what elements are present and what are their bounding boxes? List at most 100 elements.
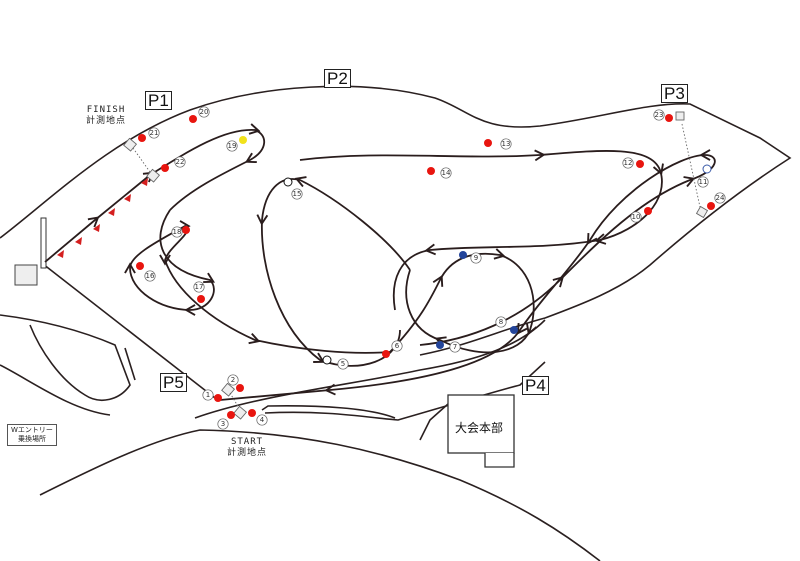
- start-sub: 計測地点: [226, 448, 267, 458]
- marker-13: 13: [484, 138, 512, 150]
- w-entry-box: Wエントリー 乗換場所: [7, 424, 57, 446]
- marker-dot: [283, 177, 293, 187]
- marker-number: 15: [293, 190, 302, 198]
- marker-dot: [459, 251, 467, 259]
- cone-row: [57, 178, 148, 258]
- marker-dot: [636, 160, 644, 168]
- marker-number-circle: [291, 188, 303, 200]
- marker-18: 18: [171, 226, 190, 238]
- marker-dot: [427, 167, 435, 175]
- marker-number: 21: [150, 129, 159, 137]
- marker-10: 10: [630, 207, 652, 223]
- marker-19: 19: [226, 136, 247, 152]
- marker-8: 8: [495, 316, 518, 334]
- marker-number-circle: [500, 138, 512, 150]
- timing-gates: [123, 111, 709, 420]
- marker-dot: [197, 295, 205, 303]
- marker-number: 8: [499, 318, 503, 326]
- marker-1: 1: [202, 389, 222, 402]
- marker-3: 3: [217, 411, 235, 430]
- marker-11: 11: [697, 164, 712, 188]
- marker-dot: [189, 115, 197, 123]
- marker-number: 19: [228, 142, 237, 150]
- marker-number: 9: [474, 254, 478, 262]
- marker-number-circle: [226, 140, 238, 152]
- post-p1: P1: [145, 91, 172, 110]
- marker-number: 3: [221, 420, 225, 428]
- marker-5: 5: [322, 355, 349, 370]
- marker-number-circle: [256, 414, 268, 426]
- finish-label: FINISH: [86, 105, 126, 115]
- marker-number-circle: [227, 374, 239, 386]
- marker-number-circle: [337, 358, 349, 370]
- finish-sub: 計測地点: [85, 116, 126, 126]
- marker-number-circle: [449, 341, 461, 353]
- w-entry-line1: Wエントリー: [11, 426, 53, 434]
- marker-number-circle: [148, 127, 160, 139]
- marker-6: 6: [382, 340, 403, 358]
- post-p3: P3: [661, 84, 688, 103]
- w-entry-line2: 乗換場所: [17, 435, 46, 443]
- marker-dot: [182, 226, 190, 234]
- marker-number: 14: [442, 169, 451, 177]
- marker-dot: [702, 164, 712, 174]
- marker-21: 21: [138, 127, 160, 142]
- start-label: START: [230, 437, 264, 447]
- marker-number: 11: [699, 178, 708, 186]
- marker-number: 20: [200, 108, 209, 116]
- marker-number-circle: [697, 176, 709, 188]
- marker-number-circle: [440, 167, 452, 179]
- marker-dot: [236, 384, 244, 392]
- marker-dot: [665, 114, 673, 122]
- marker-number: 16: [146, 272, 155, 280]
- marker-dot: [382, 350, 390, 358]
- post-p5: P5: [160, 373, 187, 392]
- marker-number: 13: [502, 140, 511, 148]
- marker-number-circle: [391, 340, 403, 352]
- marker-number-circle: [193, 281, 205, 293]
- marker-7: 7: [436, 341, 461, 353]
- course-route: [44, 123, 716, 401]
- marker-4: 4: [248, 409, 268, 426]
- marker-24: 24: [707, 192, 726, 210]
- marker-number-circle: [630, 211, 642, 223]
- marker-dot: [136, 262, 144, 270]
- marker-number: 18: [173, 228, 182, 236]
- marker-23: 23: [653, 109, 673, 122]
- marker-dot: [484, 139, 492, 147]
- marker-dot: [510, 326, 518, 334]
- marker-number: 12: [624, 159, 633, 167]
- marker-16: 16: [136, 262, 156, 282]
- marker-number: 23: [655, 111, 664, 119]
- marker-number-circle: [470, 252, 482, 264]
- marker-17: 17: [193, 281, 205, 303]
- marker-number-circle: [495, 316, 507, 328]
- marker-22: 22: [161, 156, 186, 172]
- marker-dot: [248, 409, 256, 417]
- marker-number-circle: [622, 157, 634, 169]
- marker-number: 7: [453, 343, 457, 351]
- marker-dot: [436, 341, 444, 349]
- marker-number-circle: [217, 418, 229, 430]
- marker-12: 12: [622, 157, 644, 169]
- marker-number: 6: [395, 342, 400, 350]
- marker-number: 22: [176, 158, 185, 166]
- marker-dot: [227, 411, 235, 419]
- marker-9: 9: [459, 251, 482, 264]
- marker-number: 4: [260, 416, 265, 424]
- post-p2: P2: [324, 69, 351, 88]
- marker-dot: [161, 164, 169, 172]
- marker-number-circle: [198, 106, 210, 118]
- marker-number: 17: [195, 283, 204, 291]
- headquarters-label: 大会本部: [455, 421, 504, 435]
- marker-number-circle: [171, 226, 183, 238]
- marker-dot: [239, 136, 247, 144]
- marker-dot: [138, 134, 146, 142]
- marker-number: 24: [716, 194, 725, 202]
- marker-20: 20: [189, 106, 210, 123]
- marker-number-circle: [202, 389, 214, 401]
- marker-number-circle: [144, 270, 156, 282]
- post-p4: P4: [522, 376, 549, 395]
- marker-number: 10: [632, 213, 641, 221]
